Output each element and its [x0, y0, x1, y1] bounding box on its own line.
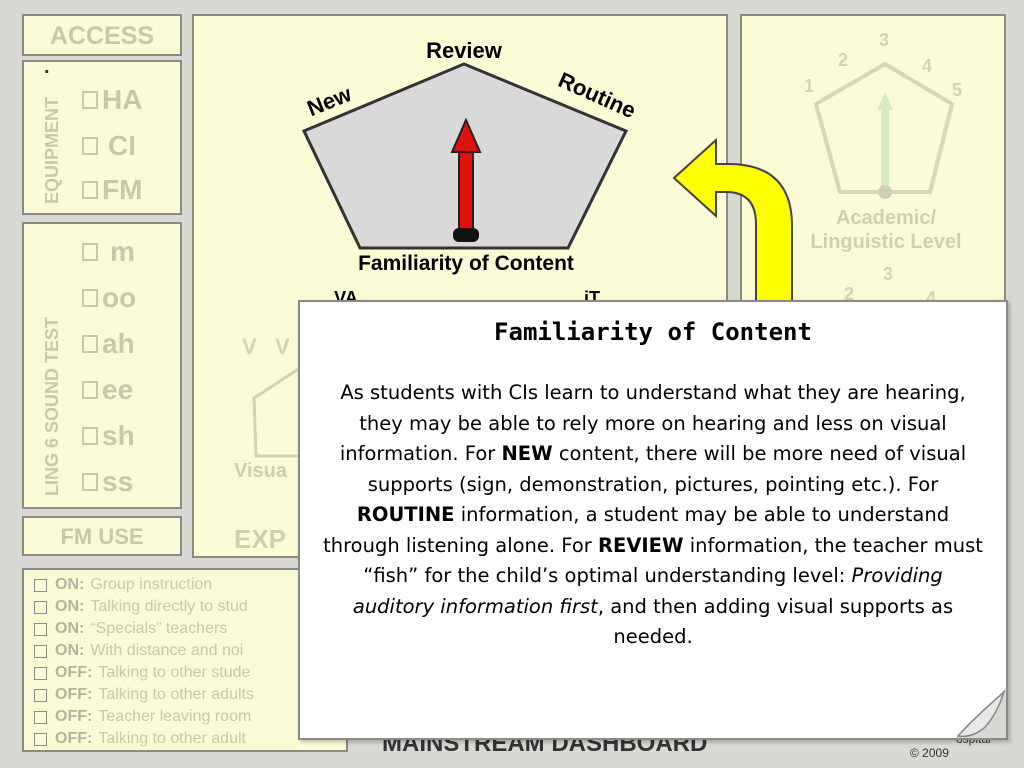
second-gauge-label-2: 2 [844, 284, 854, 304]
checkbox-icon[interactable] [82, 335, 98, 353]
ling-item-ah[interactable]: ah [82, 328, 135, 360]
gauge-caption: Familiarity of Content [358, 252, 574, 275]
checkbox-icon[interactable] [82, 137, 98, 155]
ling-item-m[interactable]: m [82, 236, 135, 268]
checkbox-icon[interactable] [34, 666, 47, 680]
gauge-label-top: Review [426, 38, 503, 63]
fm-use-list: ON:Group instruction ON:Talking directly… [22, 568, 348, 752]
second-gauge-label-3: 3 [883, 264, 893, 284]
equipment-box: . EQUIPMENT HA CI FM [22, 56, 182, 215]
checkbox-icon[interactable] [82, 91, 98, 109]
checkbox-icon[interactable] [34, 644, 47, 658]
ling-label: LING 6 SOUND TEST [42, 316, 62, 496]
fm-row[interactable]: OFF:Talking to other stude [34, 664, 250, 682]
ling-item-sh[interactable]: sh [82, 420, 135, 452]
popup-keyword-review: REVIEW [597, 533, 684, 557]
checkbox-icon[interactable] [82, 243, 98, 261]
access-title: ACCESS [49, 22, 155, 50]
fm-use-title: FM USE [60, 524, 144, 549]
academic-label-2: 2 [838, 50, 848, 70]
checkbox-icon[interactable] [34, 732, 47, 746]
academic-gauge: 1 2 3 4 5 Academic/ Linguistic Level 2 3… [804, 30, 962, 304]
equipment-dot: . [44, 56, 50, 78]
popup-italic: Providing auditory information first [352, 564, 943, 618]
academic-label-4: 4 [922, 56, 932, 76]
fm-row[interactable]: OFF:Teacher leaving room [34, 708, 251, 726]
fm-use-box: FM USE [22, 516, 182, 556]
gauge-arrow-shaft [458, 149, 474, 233]
checkbox-icon[interactable] [34, 600, 47, 614]
fm-row[interactable]: OFF:Talking to other adults [34, 686, 254, 704]
popup-title: Familiarity of Content [494, 318, 812, 346]
fm-row[interactable]: ON:With distance and noi [34, 642, 243, 660]
equipment-item-fm[interactable]: FM [82, 174, 142, 206]
faded-exp-label: EXP [234, 524, 287, 554]
equipment-item-ci[interactable]: CI [82, 130, 136, 162]
academic-label-1: 1 [804, 76, 814, 96]
familiarity-gauge: Review New Routine Familiarity of Conten… [301, 38, 640, 308]
equipment-item-ha[interactable]: HA [82, 84, 142, 116]
yellow-arrow-icon [672, 137, 793, 304]
popup-keyword-routine: ROUTINE [356, 503, 455, 526]
gauge-arrow-head [450, 117, 482, 153]
academic-label-5: 5 [952, 80, 962, 100]
ling-item-ss[interactable]: ss [82, 466, 133, 498]
checkbox-icon[interactable] [34, 578, 47, 592]
second-gauge-label-4: 4 [926, 288, 936, 304]
checkbox-icon[interactable] [82, 381, 98, 399]
ling-item-oo[interactable]: oo [82, 282, 136, 314]
fm-row[interactable]: ON:Talking directly to stud [34, 598, 248, 616]
academic-caption-2: Linguistic Level [810, 231, 961, 253]
checkbox-icon[interactable] [34, 688, 47, 702]
copyright: © 2009 [910, 746, 949, 760]
popup-keyword-new: NEW [501, 442, 553, 465]
academic-label-3: 3 [879, 30, 889, 50]
checkbox-icon[interactable] [82, 289, 98, 307]
checkbox-icon[interactable] [82, 473, 98, 491]
access-box: ACCESS [22, 14, 182, 56]
academic-caption-1: Academic/ [836, 207, 936, 229]
checkbox-icon[interactable] [34, 710, 47, 724]
fm-row[interactable]: ON:Group instruction [34, 576, 212, 594]
checkbox-icon[interactable] [82, 181, 98, 199]
gauge-pivot [453, 228, 479, 242]
equipment-label: EQUIPMENT [42, 96, 62, 204]
page-curl-icon[interactable] [956, 688, 1006, 738]
popup-body: As students with CIs learn to understand… [323, 381, 983, 648]
ling-item-ee[interactable]: ee [82, 374, 133, 406]
fm-row[interactable]: OFF:Talking to other adult [34, 730, 246, 748]
faded-letters: V V [242, 334, 290, 359]
checkbox-icon[interactable] [82, 427, 98, 445]
ling-box: LING 6 SOUND TEST m oo ah ee sh ss [22, 222, 182, 509]
checkbox-icon[interactable] [34, 622, 47, 636]
faded-visual-label: Visua [234, 460, 287, 482]
info-popup[interactable]: Familiarity of Content As students with … [298, 300, 1008, 740]
fm-row[interactable]: ON:“Specials” teachers [34, 620, 227, 638]
